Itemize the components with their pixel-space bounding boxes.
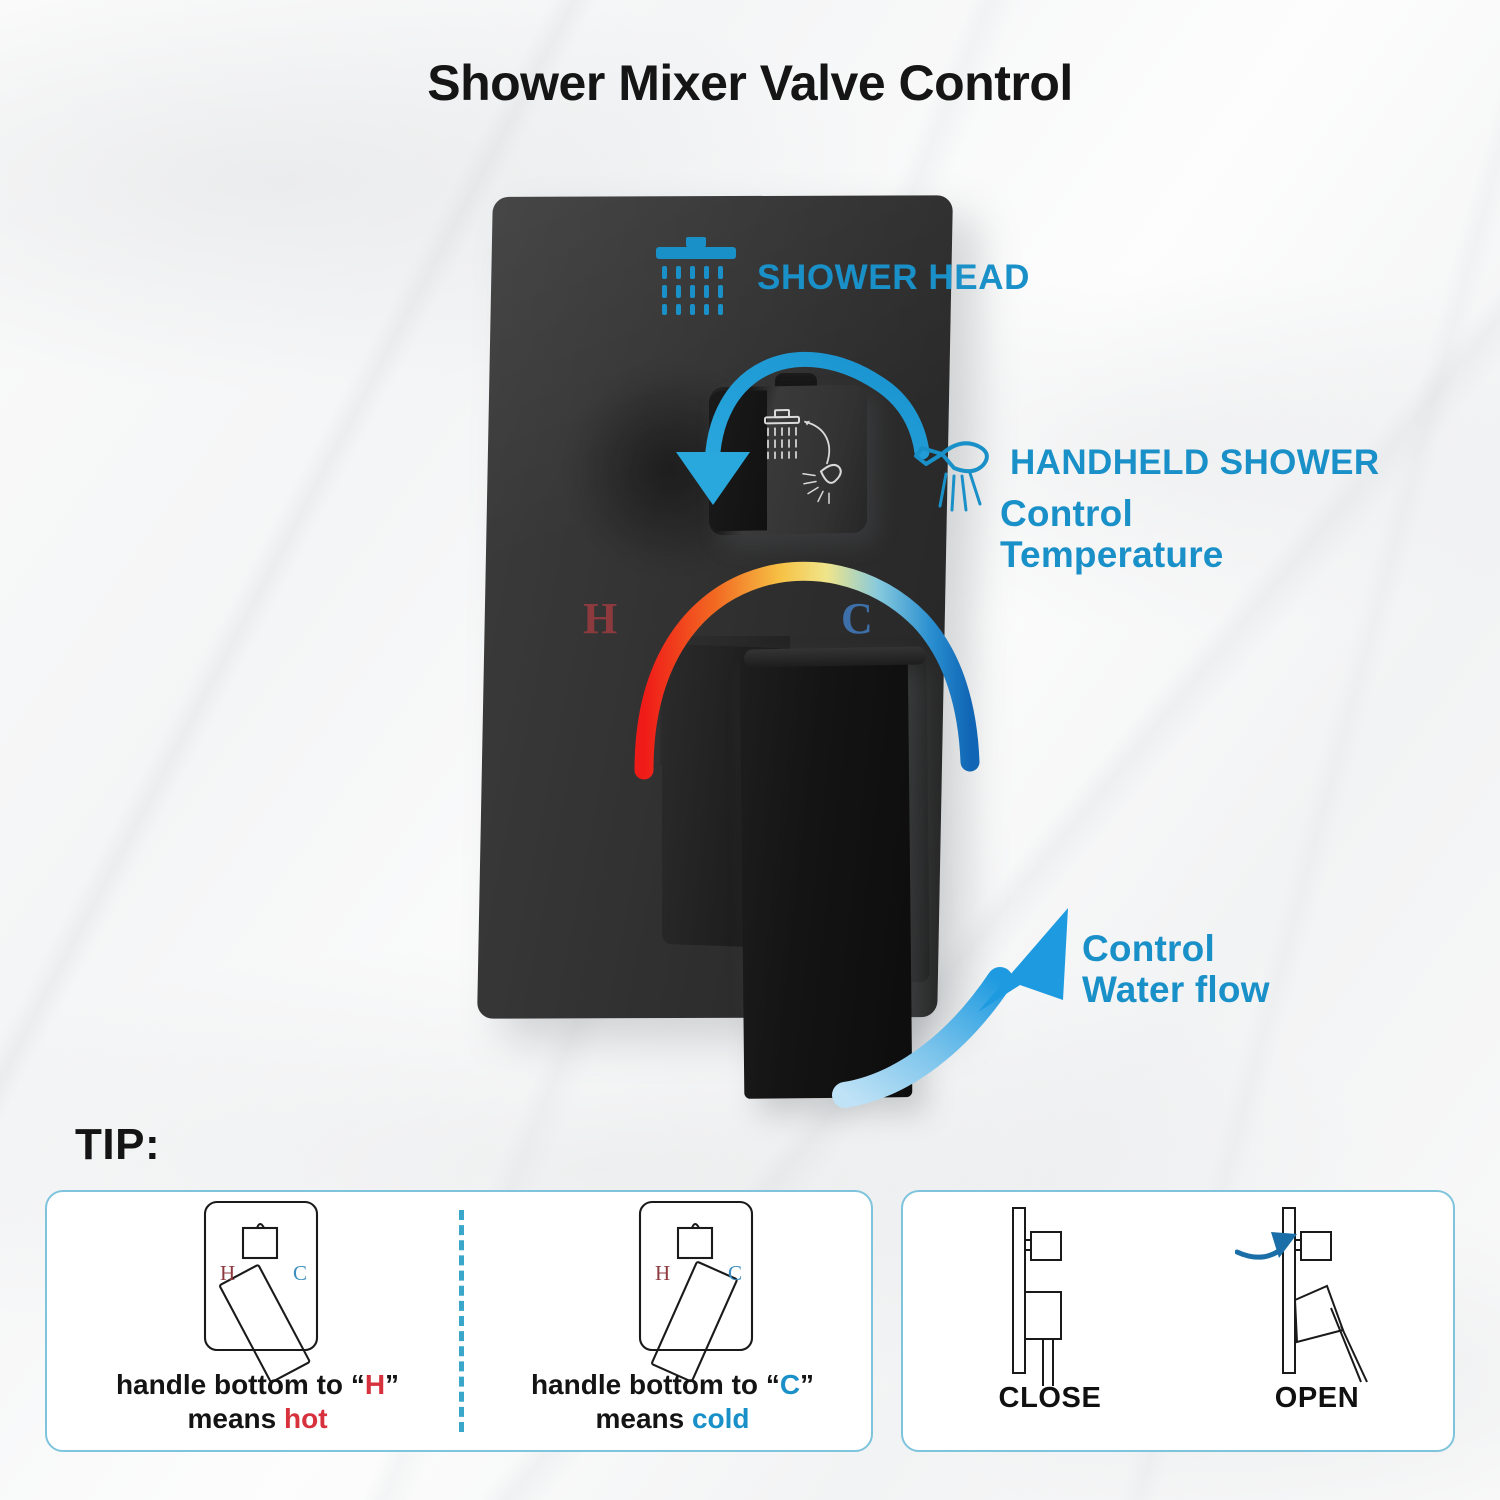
cap-hot-mark: H xyxy=(364,1369,386,1400)
cap-cold-quote-open: “ xyxy=(765,1369,780,1400)
label-open: OPEN xyxy=(1274,1382,1360,1414)
tip-card-divider xyxy=(459,1210,464,1432)
tip-caption-hot: handle bottom to “H” means hot xyxy=(60,1368,455,1436)
callout-flow-line1: Control xyxy=(1082,928,1215,969)
diagram-handle-to-hot: H C xyxy=(203,1200,319,1383)
hot-mark: H xyxy=(583,594,618,643)
cap-cold-pre: handle bottom to xyxy=(530,1369,766,1400)
callout-temp-line2: Temperature xyxy=(1000,534,1224,576)
cap-cold-mark: C xyxy=(779,1369,801,1400)
shower-head-icon xyxy=(656,237,736,315)
cap-hot-quote-open: “ xyxy=(350,1369,365,1400)
water-flow-arrow xyxy=(832,908,1068,1108)
open-direction-arrow xyxy=(1235,1232,1297,1260)
diverter-knob[interactable] xyxy=(709,384,867,536)
callout-control-water-flow: Control Water flow xyxy=(1082,928,1270,1011)
diagram-hot-mark: H xyxy=(655,1261,670,1285)
cold-mark: C xyxy=(841,594,873,643)
callout-flow-line2: Water flow xyxy=(1082,969,1270,1011)
cap-cold-word: cold xyxy=(691,1403,750,1435)
cap-hot-word: hot xyxy=(283,1403,328,1435)
cap-cold-quote-close: ” xyxy=(800,1369,815,1400)
callout-temp-line1: Control xyxy=(1000,493,1133,534)
cap-hot-quote-close: ” xyxy=(385,1369,400,1400)
diagram-hot-mark: H xyxy=(220,1261,235,1285)
callout-handheld-shower: HANDHELD SHOWER xyxy=(1010,443,1380,482)
diagram-valve-closed xyxy=(1012,1207,1062,1386)
callout-shower-head: SHOWER HEAD xyxy=(757,258,1030,297)
tip-card-flow-states xyxy=(901,1190,1455,1452)
cap-hot-pre: handle bottom to xyxy=(115,1369,351,1400)
cap-hot-line2-pre: means xyxy=(187,1403,284,1435)
diverter-mode-icon xyxy=(764,408,842,505)
temperature-arc xyxy=(634,561,980,780)
diagram-cold-mark: C xyxy=(293,1261,307,1285)
diagram-valve-open xyxy=(1235,1207,1368,1383)
diagram-handle-to-cold: H C xyxy=(638,1200,754,1383)
handheld-shower-icon xyxy=(914,441,989,512)
tip-caption-cold: handle bottom to “C” means cold xyxy=(475,1368,870,1436)
cap-cold-line2-pre: means xyxy=(595,1403,692,1435)
diverter-rotation-arrow xyxy=(676,352,930,505)
tip-heading: TIP: xyxy=(75,1120,161,1169)
page-title: Shower Mixer Valve Control xyxy=(427,55,1073,111)
label-close: CLOSE xyxy=(998,1382,1102,1414)
callout-control-temperature: Control Temperature xyxy=(1000,493,1224,576)
diagram-cold-mark: C xyxy=(728,1261,742,1285)
